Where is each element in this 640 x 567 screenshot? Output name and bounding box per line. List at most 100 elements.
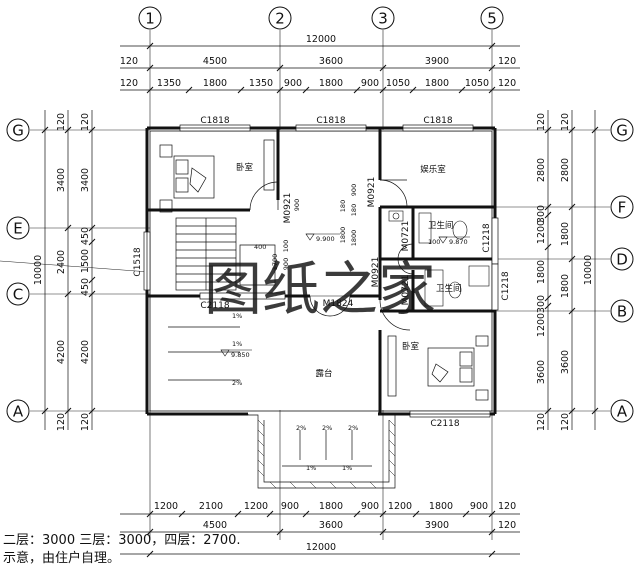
right-inner-3: 1800 xyxy=(560,274,571,298)
right-edge-top: 120 xyxy=(536,113,547,131)
left-inner-3: 1500 xyxy=(80,249,91,273)
right-inner-1: 2800 xyxy=(560,158,571,182)
room-bedroom-1: 卧室 xyxy=(236,162,254,173)
right-inner-2: 1800 xyxy=(560,222,571,246)
top-axis-markers: 1 2 3 5 xyxy=(138,6,504,30)
left-outer-1: 3400 xyxy=(56,168,67,192)
top-sub-8: 1800 xyxy=(425,78,449,89)
stair xyxy=(175,217,276,291)
dim-100-b: 100 xyxy=(428,238,440,246)
svg-text:G: G xyxy=(12,122,24,140)
left-edge-bottom-2: 120 xyxy=(80,413,91,431)
windows xyxy=(143,124,499,418)
dim-900-b: 900 xyxy=(350,184,358,196)
right-outer-1: 2800 xyxy=(536,158,547,182)
top-sub-9: 1050 xyxy=(465,78,489,89)
bed-icon xyxy=(159,139,275,213)
top-sub-3: 1350 xyxy=(249,78,273,89)
bottom-dimensions xyxy=(120,510,520,558)
axis-bubble-2: 2 xyxy=(268,6,292,30)
axis-bubble-G-left: G xyxy=(6,118,30,142)
dim-900-c: 900 xyxy=(282,258,290,270)
slope-6: 2% xyxy=(348,424,358,432)
bottom-total-dim: 12000 xyxy=(306,542,336,553)
top-sub-6: 900 xyxy=(361,78,379,89)
top-sub-4: 900 xyxy=(284,78,302,89)
dim-180-a: 180 xyxy=(339,200,347,212)
top-dimensions xyxy=(120,42,520,94)
right-outer-4: 1800 xyxy=(536,260,547,284)
bottom-edge-right: 120 xyxy=(498,501,516,512)
top-sub-1: 1350 xyxy=(157,78,181,89)
slope-3: 2% xyxy=(232,379,242,387)
dim-1800-a: 1800 xyxy=(339,227,347,244)
bottom-sub-9: 900 xyxy=(470,501,488,512)
door-m0921-2: M0921 xyxy=(367,177,377,208)
top-sub-2: 1800 xyxy=(203,78,227,89)
bottom-span-3: 3900 xyxy=(425,520,449,531)
window-c1518: C1518 xyxy=(133,247,143,276)
door-m0721-1: M0721 xyxy=(401,221,411,252)
axis-bubble-C-left: C xyxy=(6,282,30,306)
bottom-sub-6: 900 xyxy=(361,501,379,512)
right-edge-bottom-2: 120 xyxy=(560,413,571,431)
note-line-1: 二层：3000 三层：3000，四层：2700. xyxy=(3,533,241,548)
slope-5: 2% xyxy=(322,424,332,432)
axis-bubble-5: 5 xyxy=(480,6,504,30)
axis-bubble-E-left: E xyxy=(6,216,30,240)
slope-4: 2% xyxy=(296,424,306,432)
bottom-sub-1: 1200 xyxy=(154,501,178,512)
left-edge-bottom: 120 xyxy=(56,413,67,431)
axis-bubble-B-right: B xyxy=(610,299,634,323)
top-span-3: 3900 xyxy=(425,56,449,67)
bottom-span-2: 3600 xyxy=(319,520,343,531)
top-span-2: 3600 xyxy=(319,56,343,67)
svg-text:1: 1 xyxy=(145,10,155,28)
svg-text:5: 5 xyxy=(487,10,497,28)
level-9870: 9.870 xyxy=(449,238,468,246)
dim-1700: 1700 xyxy=(271,254,279,271)
top-sub-5: 1800 xyxy=(319,78,343,89)
bottom-sub-5: 1800 xyxy=(319,501,343,512)
right-outer-7: 3600 xyxy=(536,360,547,384)
right-edge-top-2: 120 xyxy=(560,113,571,131)
right-total-dim: 10000 xyxy=(583,255,594,285)
left-inner-4: 450 xyxy=(80,278,91,296)
bottom-sub-4: 900 xyxy=(281,501,299,512)
svg-text:3: 3 xyxy=(378,10,388,28)
window-c1818-1: C1818 xyxy=(200,116,229,126)
axis-bubble-F-right: F xyxy=(610,195,634,219)
svg-text:E: E xyxy=(13,220,22,238)
left-dimensions xyxy=(41,110,96,430)
window-c1218-2: C1218 xyxy=(501,271,511,300)
bathroom-fixtures xyxy=(388,210,490,307)
slope-2: 1% xyxy=(232,340,242,348)
bottom-sub-7: 1200 xyxy=(388,501,412,512)
right-inner-4: 3600 xyxy=(560,350,571,374)
bottom-sub-8: 1800 xyxy=(429,501,453,512)
svg-text:C: C xyxy=(13,286,23,304)
door-m1824: M1824 xyxy=(323,299,354,309)
top-edge-right: 120 xyxy=(498,56,516,67)
right-outer-2: 300 xyxy=(536,205,547,223)
svg-text:2: 2 xyxy=(275,10,285,28)
svg-text:A: A xyxy=(13,403,24,421)
svg-text:D: D xyxy=(616,251,628,269)
dim-400: 400 xyxy=(254,243,266,251)
walls xyxy=(145,126,497,416)
room-entertainment: 娱乐室 xyxy=(420,164,446,175)
bed-icon-2 xyxy=(387,335,489,401)
terrace xyxy=(168,326,406,489)
window-c1818-2: C1818 xyxy=(316,116,345,126)
room-bathroom: 卫生间 xyxy=(428,220,454,231)
slope-8: 1% xyxy=(342,464,352,472)
door-m0921-1: M0921 xyxy=(283,193,293,224)
level-9900: 9.900 xyxy=(316,235,335,243)
left-axis-markers: G E C A xyxy=(6,118,30,423)
window-c1818-3: C1818 xyxy=(423,116,452,126)
note-line-2: 示意，由住户自理。 xyxy=(3,550,120,566)
bottom-edge-right-2: 120 xyxy=(498,520,516,531)
right-outer-5: 300 xyxy=(536,295,547,313)
top-sub-7: 1050 xyxy=(386,78,410,89)
